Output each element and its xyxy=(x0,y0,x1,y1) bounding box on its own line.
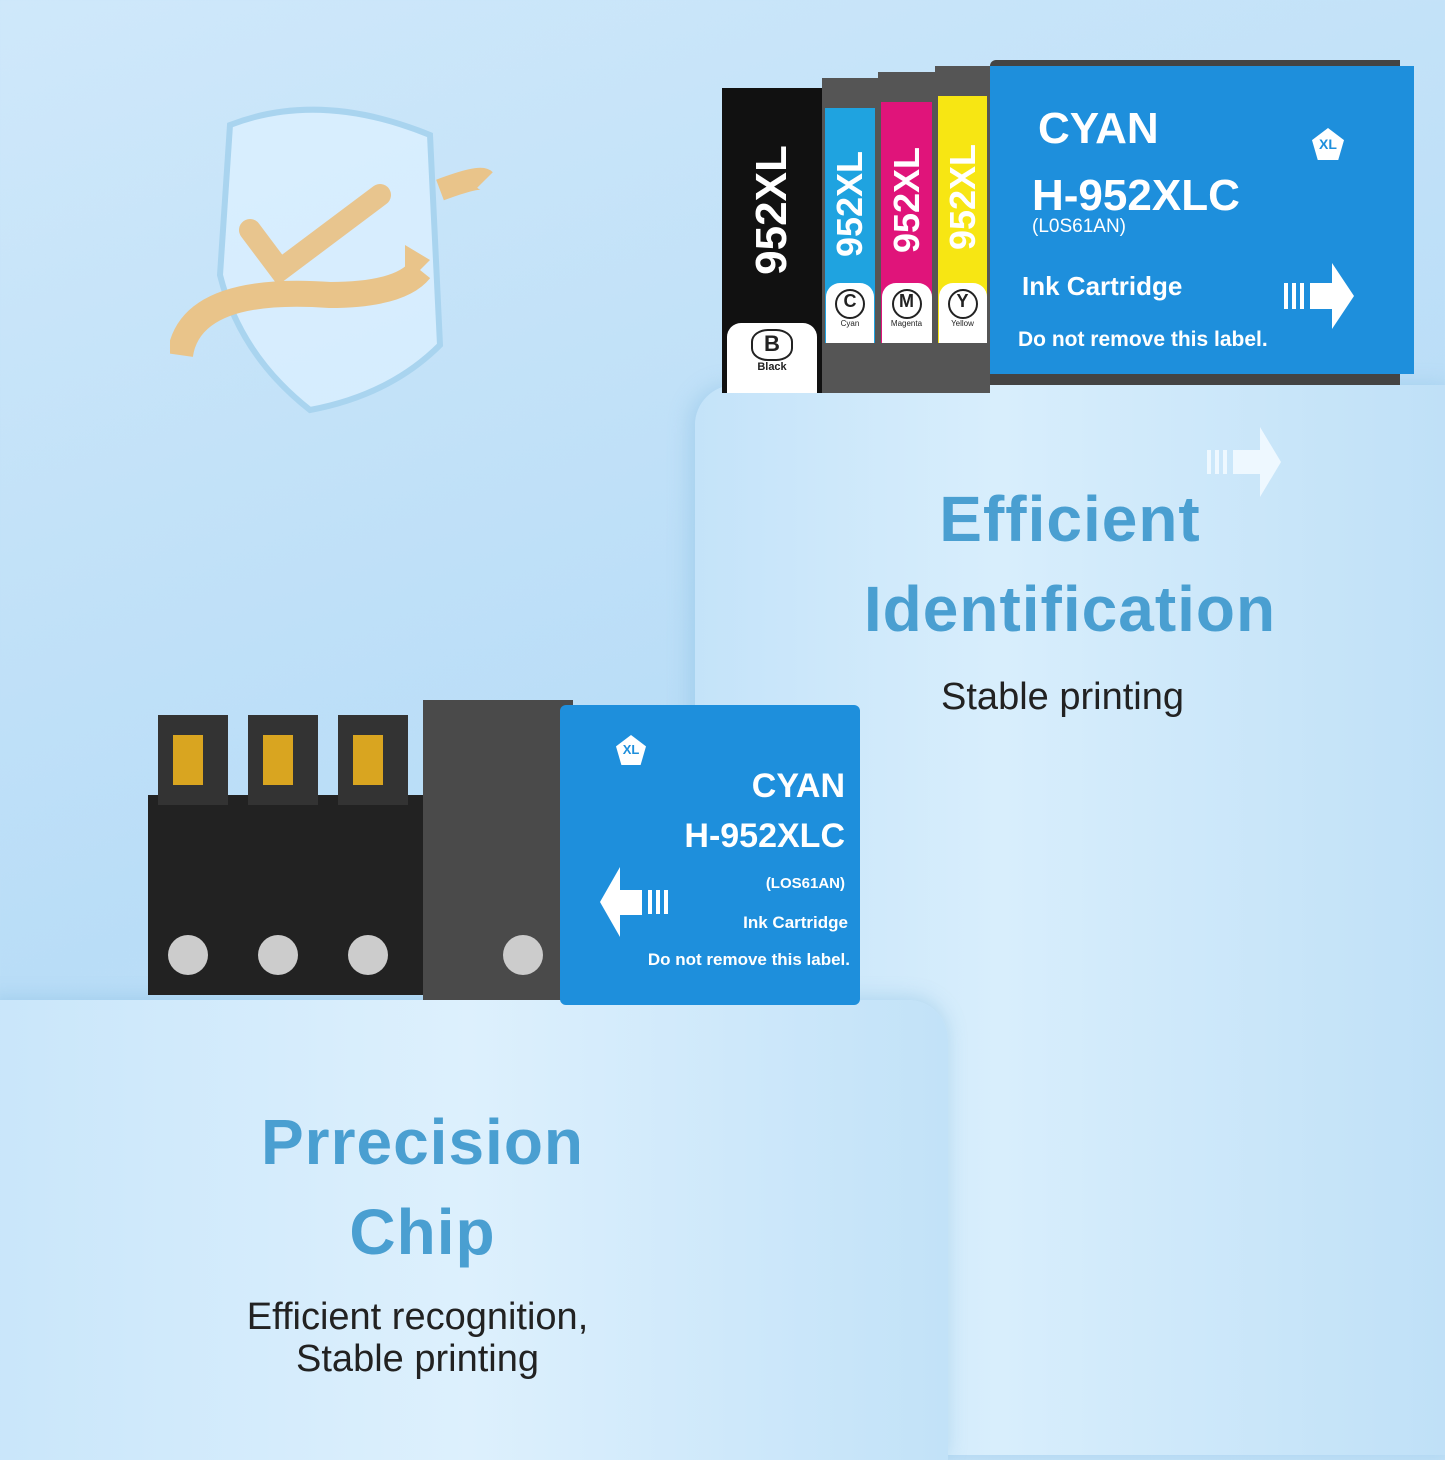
label-part-number: (LOS61AN) xyxy=(765,875,845,892)
label-model: H-952XLC xyxy=(1032,171,1240,220)
cyan-label: CYAN H-952XLC (L0S61AN) Ink Cartridge Do… xyxy=(990,66,1414,374)
color-badge: C Cyan xyxy=(826,283,874,343)
color-letter: B xyxy=(751,329,793,361)
color-letter: Y xyxy=(947,289,978,319)
label-product: Ink Cartridge xyxy=(743,913,848,932)
label-warning: Do not remove this label. xyxy=(647,950,850,969)
cartridge-magenta: 952XL M Magenta xyxy=(878,72,935,393)
label-color-title: CYAN xyxy=(1038,104,1159,153)
cartridge-model: 952XL xyxy=(747,145,796,275)
arrow-left-icon xyxy=(600,867,668,937)
subtitle-efficient-recognition: Efficient recognition, xyxy=(246,1296,589,1338)
label-warning: Do not remove this label. xyxy=(1018,328,1268,351)
label-product: Ink Cartridge xyxy=(1022,271,1183,301)
color-badge: M Magenta xyxy=(881,283,932,343)
color-name: Magenta xyxy=(890,319,923,328)
cartridge-model: 952XL xyxy=(885,147,927,254)
label-part-number: (L0S61AN) xyxy=(1032,216,1126,237)
cyan-label: CYAN H-952XLC (LOS61AN) Ink Cartridge Do… xyxy=(560,705,860,1005)
xl-badge: XL xyxy=(1312,128,1344,160)
heading-identification: Identification xyxy=(863,573,1277,645)
color-badge: B Black xyxy=(727,323,817,393)
shield-check-icon xyxy=(170,106,493,414)
color-letter: M xyxy=(891,289,922,319)
color-name: Cyan xyxy=(840,319,860,328)
heading-chip: Chip xyxy=(349,1196,496,1268)
heading-precision: Prrecision xyxy=(260,1106,585,1178)
cartridge-black: 952XL B Black xyxy=(722,88,822,393)
color-name: Black xyxy=(757,361,787,373)
label-model: H-952XLC xyxy=(684,817,845,855)
color-name: Yellow xyxy=(951,319,974,328)
subtitle-stable-printing: Stable printing xyxy=(941,676,1184,718)
label-color-title: CYAN xyxy=(751,767,845,805)
top-cartridge-set: 952XL B Black 952XL C Cyan 952XL M Magen… xyxy=(722,60,1414,395)
arrow-right-icon xyxy=(1284,263,1354,329)
color-letter: C xyxy=(835,289,865,319)
pedestal-left xyxy=(0,1000,948,1460)
cartridge-yellow: 952XL Y Yellow xyxy=(935,66,990,393)
cartridge-model: 952XL xyxy=(829,150,870,258)
bottom-cartridge-set: CYAN H-952XLC (LOS61AN) Ink Cartridge Do… xyxy=(148,695,860,1035)
color-badge: Y Yellow xyxy=(938,283,987,343)
subtitle-stable-printing: Stable printing xyxy=(296,1338,539,1380)
arrow-right-icon xyxy=(1207,427,1281,497)
heading-efficient: Efficient xyxy=(939,483,1201,555)
xl-badge: XL xyxy=(616,735,646,765)
cartridge-model: 952XL xyxy=(941,143,983,250)
cartridge-cyan: 952XL C Cyan xyxy=(822,78,878,393)
